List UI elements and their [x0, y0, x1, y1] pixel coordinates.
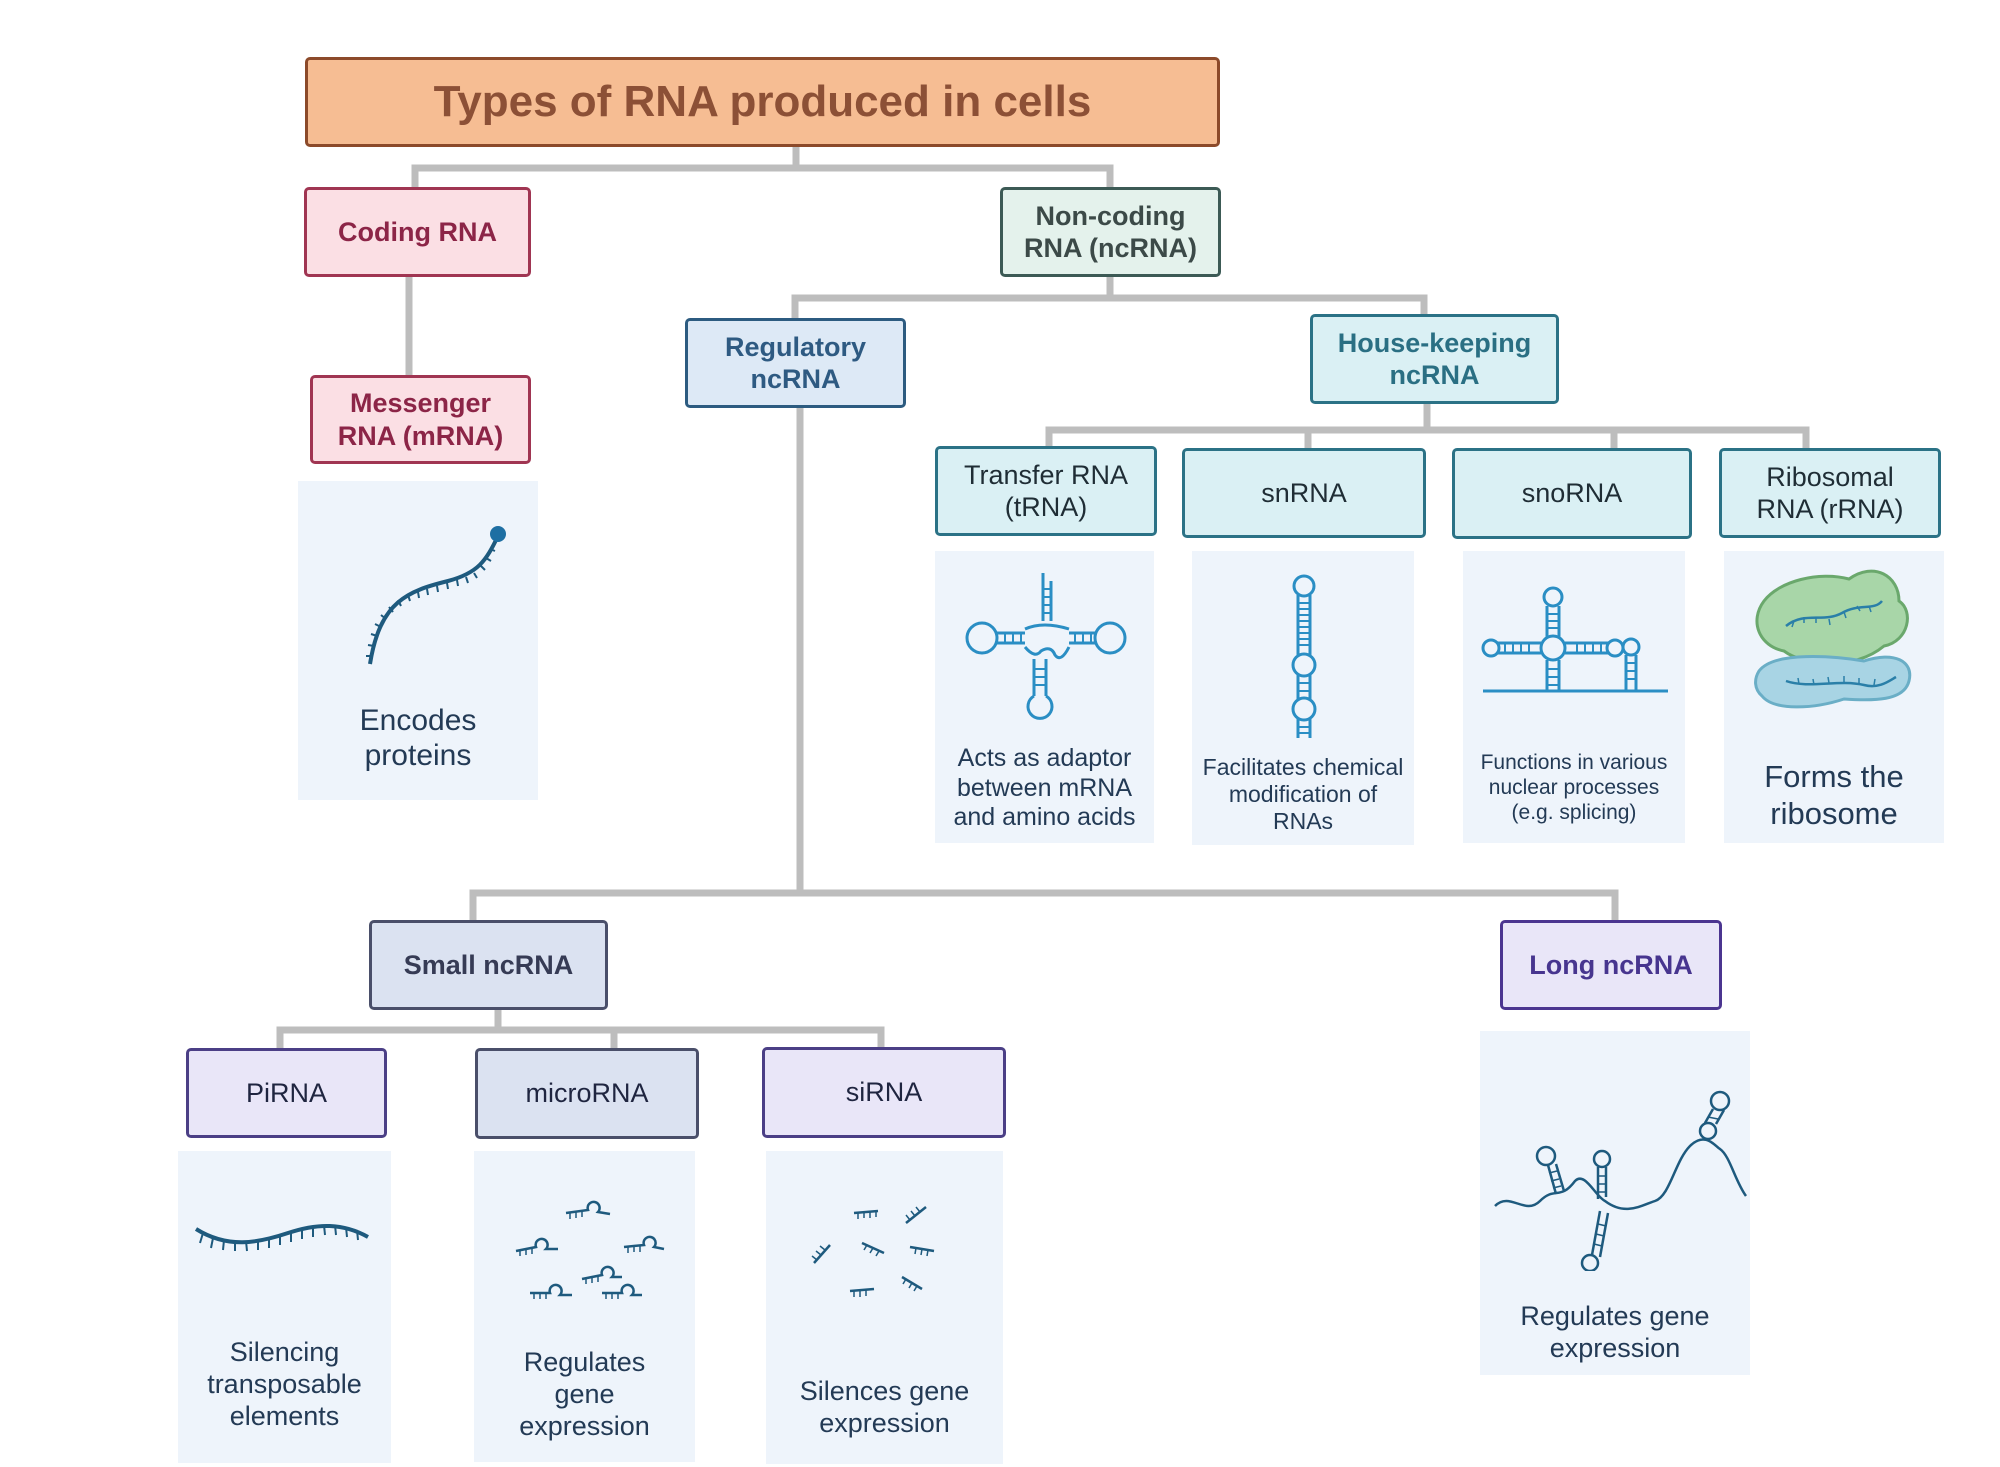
mrna-panel: Encodes proteins: [298, 481, 538, 800]
snorna-description: Functions in various nuclear processes (…: [1480, 751, 1668, 824]
title-text: Types of RNA produced in cells: [433, 76, 1092, 126]
small-ncrna-node: Small ncRNA: [369, 920, 608, 1010]
mrna-strand-icon: [366, 526, 506, 665]
mrna-label: Messenger RNA (mRNA): [337, 388, 504, 451]
pirna-panel: Silencing transposable elements: [178, 1151, 391, 1463]
microrna-fragments-icon: [515, 1200, 665, 1299]
noncoding-rna-node: Non-coding RNA (ncRNA): [1000, 187, 1221, 277]
noncoding-rna-label: Non-coding RNA (ncRNA): [1024, 200, 1197, 263]
trna-description: Acts as adaptor between mRNA and amino a…: [953, 744, 1136, 831]
sirna-label: siRNA: [845, 1077, 923, 1108]
snorna-label: snoRNA: [1521, 478, 1623, 509]
small-ncrna-label: Small ncRNA: [403, 949, 574, 980]
regulatory-ncrna-label: Regulatory ncRNA: [724, 331, 867, 394]
trna-panel: Acts as adaptor between mRNA and amino a…: [935, 551, 1154, 843]
snrna-panel: Facilitates chemical modification of RNA…: [1192, 551, 1414, 845]
sirna-description: Silences gene expression: [799, 1376, 970, 1438]
trna-cloverleaf-icon: [965, 573, 1127, 720]
microrna-description: Regulates gene expression: [519, 1347, 650, 1441]
rrna-description: Forms the ribosome: [1764, 759, 1904, 831]
long-ncrna-panel: Regulates gene expression: [1480, 1031, 1750, 1375]
snorna-structure-icon: [1481, 586, 1668, 693]
diagram-title: Types of RNA produced in cells: [305, 57, 1220, 147]
housekeeping-ncrna-label: House-keeping ncRNA: [1337, 327, 1532, 390]
regulatory-ncrna-node: Regulatory ncRNA: [685, 318, 906, 408]
trna-label: Transfer RNA (tRNA): [963, 459, 1129, 522]
coding-rna-label: Coding RNA: [338, 216, 497, 247]
sirna-panel: Silences gene expression: [766, 1151, 1003, 1464]
long-ncrna-node: Long ncRNA: [1500, 920, 1722, 1010]
sirna-node: siRNA: [762, 1047, 1006, 1138]
microrna-node: microRNA: [475, 1048, 699, 1139]
trna-node: Transfer RNA (tRNA): [935, 446, 1157, 536]
long-ncrna-description: Regulates gene expression: [1520, 1301, 1710, 1363]
rrna-panel: Forms the ribosome: [1724, 551, 1944, 843]
mrna-description: Encodes proteins: [359, 704, 477, 773]
snrna-node: snRNA: [1182, 448, 1426, 538]
mrna-node: Messenger RNA (mRNA): [310, 375, 531, 464]
sirna-fragments-icon: [811, 1206, 935, 1297]
snrna-description: Facilitates chemical modification of RNA…: [1202, 754, 1404, 835]
rrna-node: Ribosomal RNA (rRNA): [1719, 448, 1941, 538]
snorna-node: snoRNA: [1452, 448, 1692, 539]
ribosome-icon: [1754, 569, 1912, 709]
pirna-description: Silencing transposable elements: [207, 1337, 362, 1431]
pirna-label: PiRNA: [245, 1077, 327, 1108]
housekeeping-ncrna-node: House-keeping ncRNA: [1310, 314, 1559, 404]
microrna-label: microRNA: [525, 1078, 649, 1109]
coding-rna-node: Coding RNA: [304, 187, 531, 277]
microrna-panel: Regulates gene expression: [474, 1151, 695, 1462]
rrna-label: Ribosomal RNA (rRNA): [1756, 461, 1904, 524]
snrna-hairpin-icon: [1291, 574, 1317, 738]
pirna-strand-icon: [194, 1224, 369, 1252]
long-ncrna-label: Long ncRNA: [1529, 949, 1693, 980]
pirna-node: PiRNA: [186, 1048, 387, 1138]
lncrna-structure-icon: [1494, 1090, 1748, 1271]
snrna-label: snRNA: [1261, 477, 1347, 508]
snorna-panel: Functions in various nuclear processes (…: [1463, 551, 1685, 843]
